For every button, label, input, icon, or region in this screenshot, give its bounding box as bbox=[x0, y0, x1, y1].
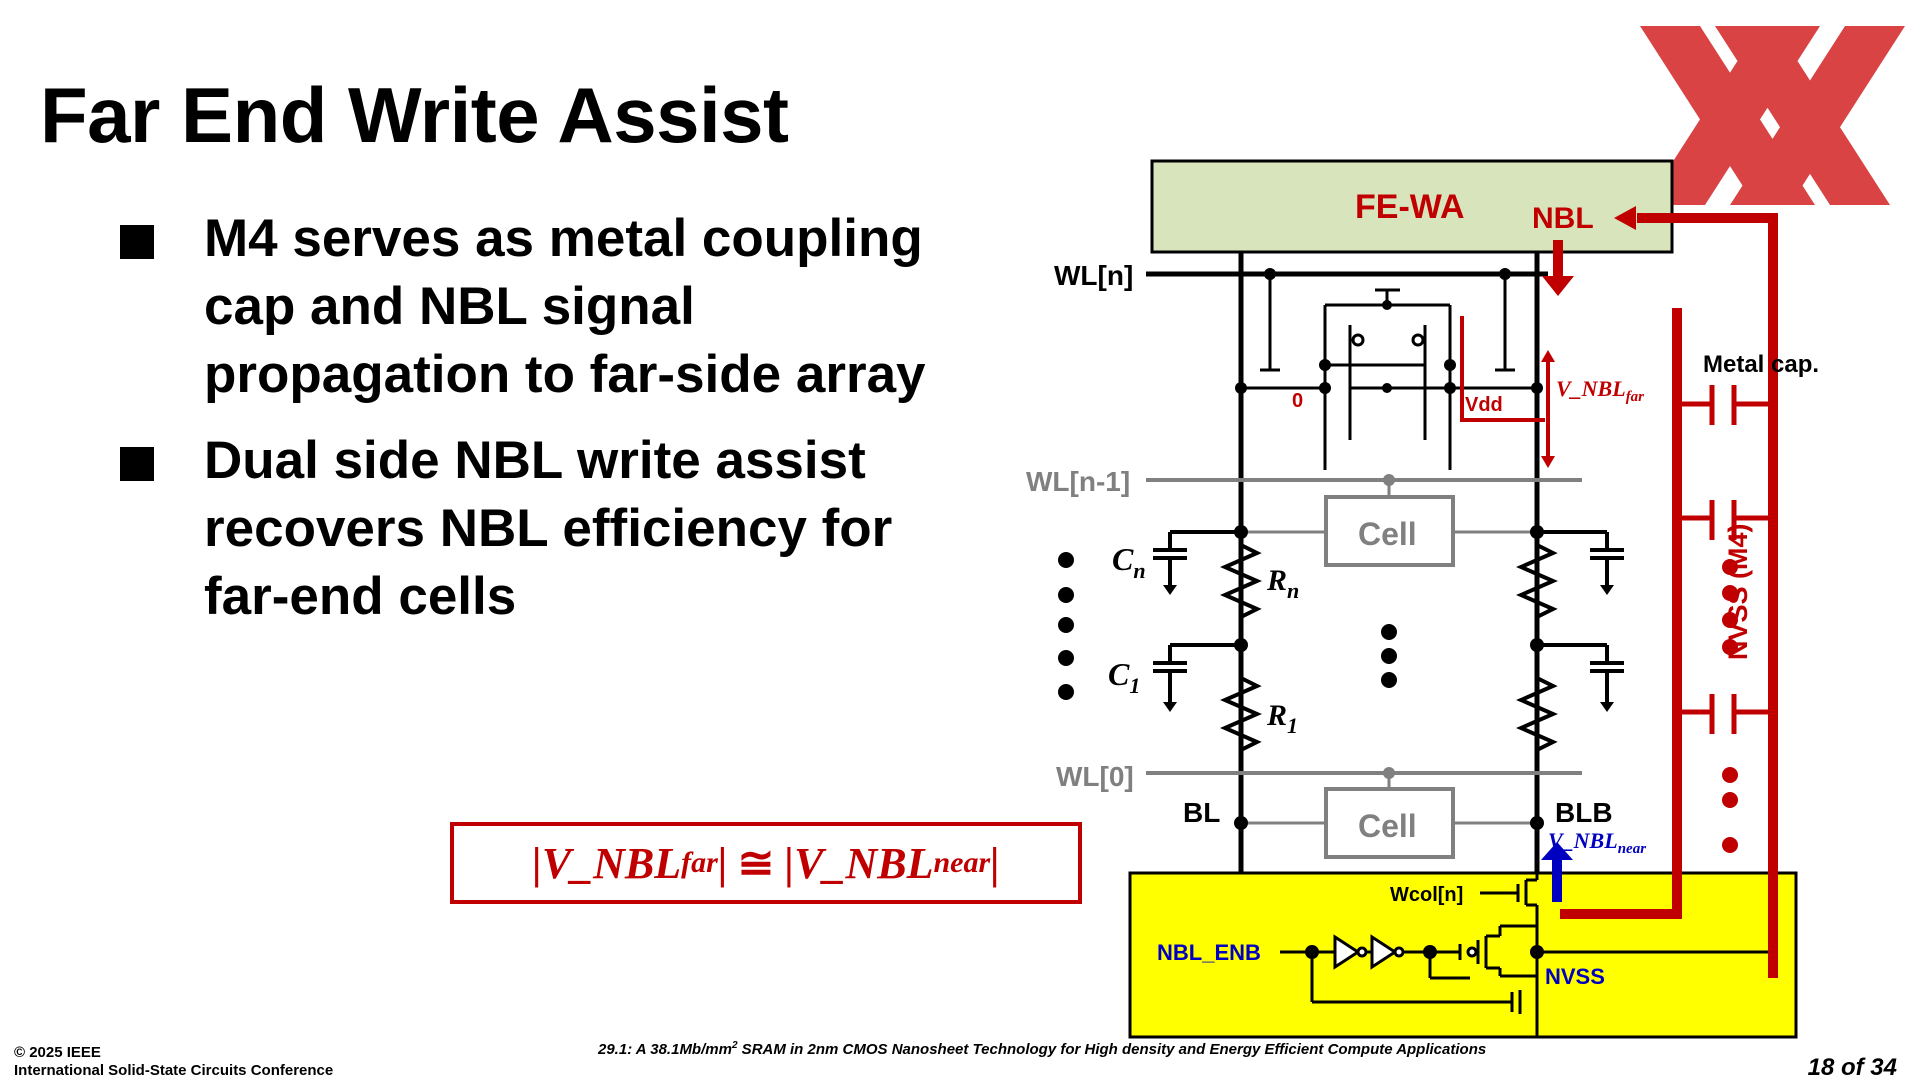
metal-capacitors bbox=[1677, 385, 1773, 734]
fewa-label: FE-WA bbox=[1355, 188, 1465, 226]
footer-paper-title: 29.1: A 38.1Mb/mm2 SRAM in 2nm CMOS Nano… bbox=[598, 1040, 1486, 1058]
cell-label-bottom: Cell bbox=[1358, 808, 1417, 844]
metal-cap-label: Metal cap. bbox=[1703, 351, 1819, 378]
wl-0-label: WL[0] bbox=[1056, 761, 1134, 792]
bullet-text: Dual side NBL write assist recovers NBL … bbox=[204, 431, 893, 626]
sram-6t-cell bbox=[1241, 274, 1537, 470]
formula-right-main: V_NBL bbox=[794, 838, 934, 888]
cell-label-top: Cell bbox=[1358, 516, 1417, 552]
square-bullet-icon bbox=[120, 225, 154, 259]
c1-label: C1 bbox=[1108, 656, 1140, 698]
formula-left-main: V_NBL bbox=[541, 838, 682, 888]
nvss-arrowhead-icon bbox=[1614, 206, 1636, 230]
cell-node-dots bbox=[1235, 268, 1543, 394]
formula-relation: ≅ bbox=[737, 838, 775, 888]
wl-n1-label: WL[n-1] bbox=[1026, 466, 1130, 497]
red-vertical-dots-icon bbox=[1722, 559, 1738, 853]
square-bullet-icon bbox=[120, 447, 154, 481]
bullet-item: Dual side NBL write assist recovers NBL … bbox=[120, 427, 960, 631]
vnbl-near-label: V_NBLnear bbox=[1548, 828, 1646, 857]
formula-left-sub: far bbox=[681, 846, 718, 879]
nvss-m4-routing bbox=[1560, 213, 1778, 978]
vdd-bracket bbox=[1460, 316, 1545, 422]
bl-capacitors bbox=[1153, 530, 1624, 702]
copyright-text: © 2025 IEEE bbox=[14, 1044, 101, 1061]
paper-title-sup: 2 bbox=[731, 1040, 738, 1051]
bullet-text: M4 serves as metal coupling cap and NBL … bbox=[204, 209, 926, 404]
bullet-list: M4 serves as metal coupling cap and NBL … bbox=[120, 205, 960, 649]
footer-copyright: © 2025 IEEE International Solid-State Ci… bbox=[14, 1044, 333, 1080]
formula-abs-bar: | bbox=[784, 838, 795, 888]
vdd-label: Vdd bbox=[1465, 394, 1503, 416]
vertical-dots-icon bbox=[1058, 552, 1397, 700]
paper-title-pre: 29.1: A 38.1Mb/mm bbox=[598, 1041, 732, 1058]
cell-box-bottom bbox=[1324, 787, 1455, 859]
bullet-item: M4 serves as metal coupling cap and NBL … bbox=[120, 205, 960, 409]
nbl-enb-label: NBL_ENB bbox=[1157, 940, 1261, 965]
vnbl-far-label: V_NBLfar bbox=[1556, 376, 1644, 405]
nbl-label: NBL bbox=[1532, 202, 1594, 235]
formula-abs-bar: | bbox=[990, 838, 1000, 888]
formula-right-sub: near bbox=[933, 846, 991, 879]
nbl-arrowhead-icon bbox=[1542, 276, 1574, 296]
wcol-label: Wcol[n] bbox=[1390, 884, 1463, 906]
r1-label: R1 bbox=[1266, 699, 1298, 738]
formula-abs-bar: | bbox=[532, 838, 542, 888]
nbl-enb-circuit bbox=[1280, 924, 1773, 1014]
formula-abs-bar: | bbox=[717, 838, 728, 888]
fewa-block bbox=[1150, 159, 1674, 254]
node-zero-label: 0 bbox=[1292, 390, 1303, 412]
write-driver-block bbox=[1128, 871, 1798, 1039]
cell-box-top bbox=[1324, 495, 1455, 567]
cn-label: Cn bbox=[1112, 541, 1146, 583]
page-number: 18 of 34 bbox=[1807, 1054, 1897, 1081]
bl-label: BL bbox=[1183, 797, 1220, 828]
slide-title: Far End Write Assist bbox=[40, 71, 789, 159]
isscc-logo-icon bbox=[1640, 26, 1905, 205]
paper-title-post: SRAM in 2nm CMOS Nanosheet Technology fo… bbox=[737, 1041, 1487, 1058]
wl-n-label: WL[n] bbox=[1054, 260, 1133, 291]
bl-resistors bbox=[1220, 532, 1558, 772]
rn-label: Rn bbox=[1266, 564, 1299, 603]
conference-text: International Solid-State Circuits Confe… bbox=[14, 1062, 334, 1079]
blb-label: BLB bbox=[1555, 797, 1613, 828]
nvss-label: NVSS bbox=[1545, 964, 1605, 989]
